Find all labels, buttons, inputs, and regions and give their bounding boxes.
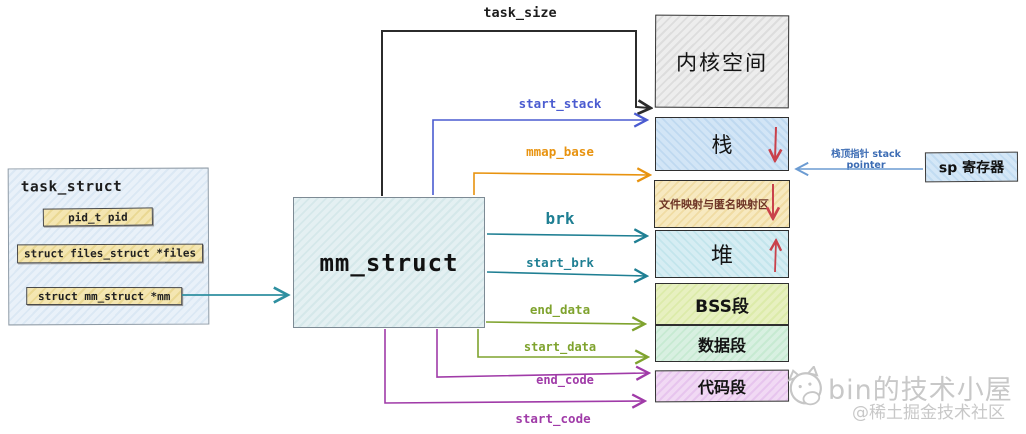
brk-arrow: [486, 234, 646, 236]
stack-pointer-label: 栈顶指针 stack pointer: [831, 149, 901, 171]
label-start-data: start_data: [523, 340, 597, 354]
region-code-segment: 代码段: [654, 369, 790, 403]
label-task-size: task_size: [483, 5, 557, 21]
watermark-subtitle: @稀土掘金技术社区: [852, 403, 1005, 423]
end-data-arrow: [485, 322, 644, 324]
label-start-stack: start_stack: [518, 96, 602, 111]
watermark-logo-icon: [787, 366, 822, 406]
task-size-arrow: [381, 30, 650, 196]
region-bss-segment: BSS段: [655, 283, 789, 325]
watermark-title: bin的技术小屋: [828, 375, 1013, 406]
region-heap: 堆: [655, 230, 789, 278]
label-end-data: end_data: [529, 302, 591, 317]
region-data-segment: 数据段: [655, 325, 789, 362]
mm-struct-title: mm_struct: [319, 248, 459, 277]
start-brk-arrow: [486, 272, 646, 276]
label-mmap-base: mmap_base: [526, 144, 594, 159]
region-file-mapping: 文件映射与匿名映射区: [654, 180, 790, 228]
label-start-brk: start_brk: [526, 255, 594, 270]
region-kernel-space: 内核空间: [654, 14, 790, 109]
region-stack: 栈: [655, 117, 789, 171]
mm-struct-box: mm_struct: [293, 197, 485, 328]
field-files: struct files_struct *files: [16, 243, 204, 264]
label-brk: brk: [545, 209, 575, 228]
field-pid: pid_t pid: [42, 207, 153, 227]
sp-register-box: sp 寄存器: [924, 151, 1019, 183]
task-struct-box: task_struct pid_t pid struct files_struc…: [7, 167, 210, 326]
task-struct-title: task_struct: [20, 178, 123, 196]
field-mm: struct mm_struct *mm: [26, 286, 183, 306]
mmap-base-arrow: [473, 173, 649, 195]
label-start-code: start_code: [515, 411, 591, 426]
label-end-code: end_code: [536, 373, 594, 387]
